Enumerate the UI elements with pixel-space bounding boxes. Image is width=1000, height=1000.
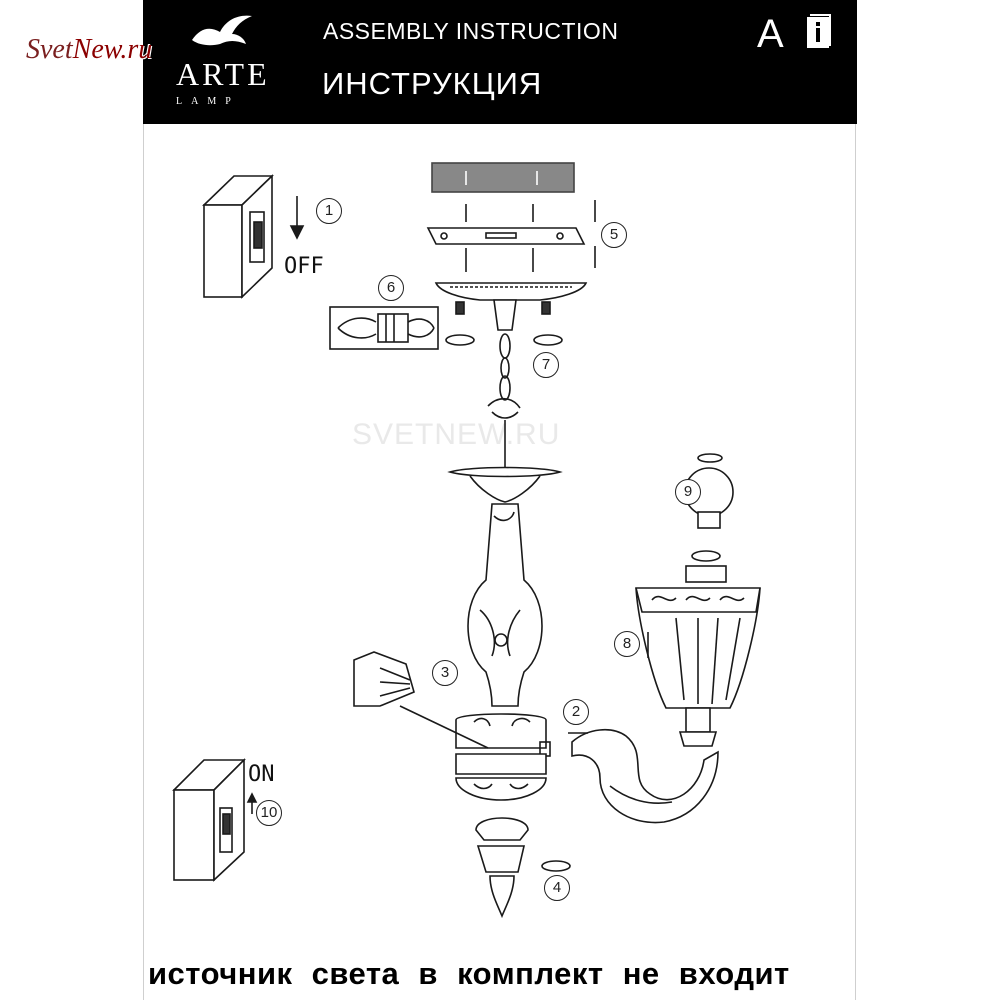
brand-subtitle: LAMP (176, 96, 240, 107)
step-8: 8 (614, 631, 640, 657)
page-frame (143, 0, 856, 1000)
footer-note: источник света в комплект не входит (148, 956, 790, 991)
header-letter: A (757, 12, 784, 56)
title-english: ASSEMBLY INSTRUCTION (323, 18, 619, 44)
wall-switch-off (202, 174, 274, 299)
watermark-logo: SvetNew.ru (26, 34, 153, 65)
header-band (143, 0, 857, 124)
info-book-icon (807, 14, 831, 48)
bird-icon (192, 15, 252, 46)
step-5: 5 (601, 222, 627, 248)
step-2: 2 (563, 699, 589, 725)
step-9: 9 (675, 479, 701, 505)
step-7: 7 (533, 352, 559, 378)
on-label: ON (248, 762, 275, 787)
step-1: 1 (316, 198, 342, 224)
step-3: 3 (432, 660, 458, 686)
step-6: 6 (378, 275, 404, 301)
off-label: OFF (284, 254, 324, 279)
step-4: 4 (544, 875, 570, 901)
title-russian: ИНСТРУКЦИЯ (322, 66, 543, 101)
wall-switch-on (172, 758, 246, 882)
watermark-text: SVETNEW.RU (352, 418, 561, 451)
step-10: 10 (256, 800, 282, 826)
brand-name: ARTE (176, 56, 270, 92)
